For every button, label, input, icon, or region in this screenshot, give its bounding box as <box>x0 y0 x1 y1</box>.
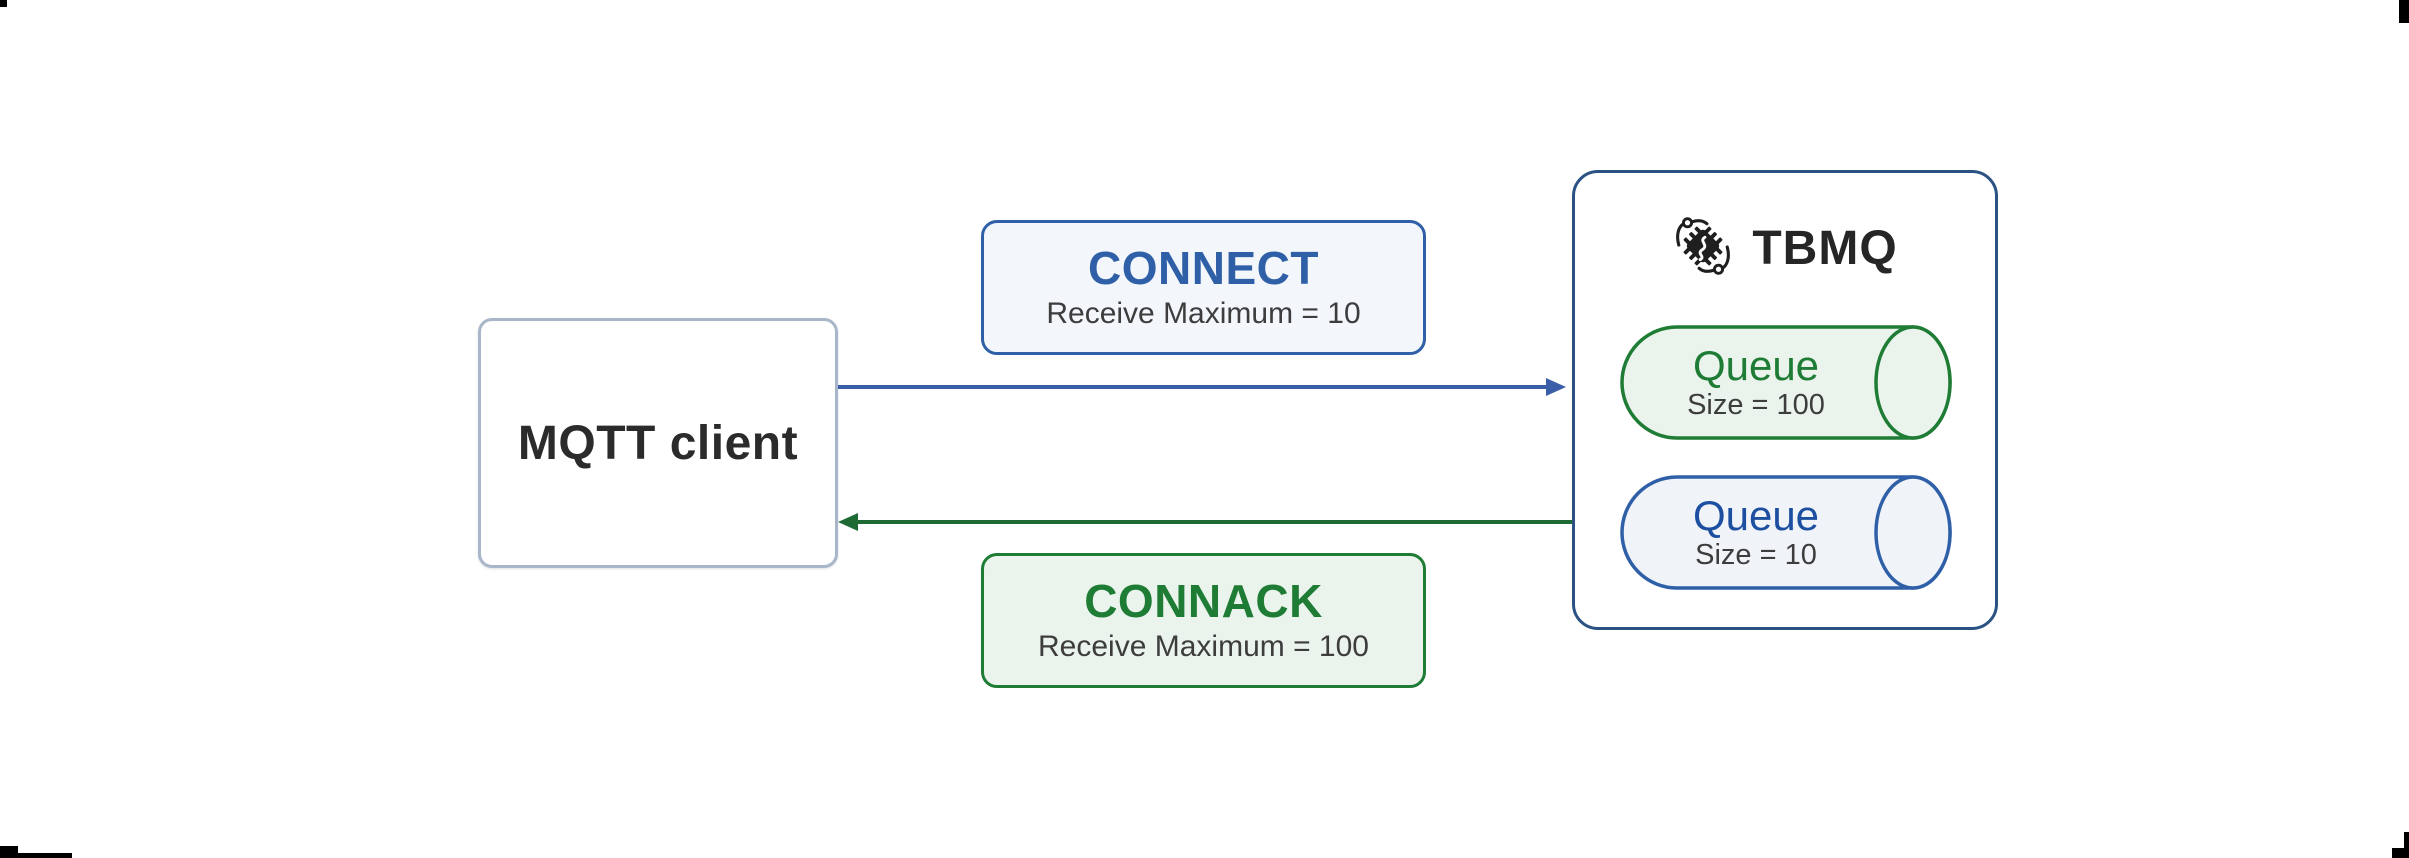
corner-artifact-top-left <box>0 0 7 7</box>
connack-message-box: CONNACK Receive Maximum = 100 <box>981 553 1426 688</box>
connect-arrowhead-icon <box>1546 378 1566 396</box>
tbmq-logo-chip-orbit-icon <box>1672 215 1734 282</box>
connect-message-box: CONNECT Receive Maximum = 10 <box>981 220 1426 355</box>
connect-receive-maximum: Receive Maximum = 10 <box>1046 296 1361 330</box>
corner-artifact-bottom-right <box>2404 832 2409 858</box>
connack-title: CONNACK <box>1084 575 1323 628</box>
queue-green-text: Queue Size = 100 <box>1620 325 1952 440</box>
connack-receive-maximum: Receive Maximum = 100 <box>1038 629 1369 663</box>
mqtt-client-node: MQTT client <box>478 318 838 568</box>
queue-green-label: Queue <box>1692 341 1820 389</box>
corner-artifact-bottom-left-strip <box>0 853 72 858</box>
connect-title: CONNECT <box>1088 242 1319 295</box>
broker-title: TBMQ <box>1752 222 1898 275</box>
tbmq-broker-node: TBMQ Queue Size = 100 Queue Size = 10 <box>1572 170 1998 630</box>
corner-artifact-bottom-right-strip <box>2392 848 2409 858</box>
corner-artifact-top-right <box>2399 0 2409 23</box>
connack-arrow-line <box>858 520 1572 524</box>
queue-cylinder-blue-icon <box>1620 475 1952 590</box>
queue-blue-size: Size = 10 <box>1695 539 1817 572</box>
mqtt-client-label: MQTT client <box>517 416 799 470</box>
queue-blue-text: Queue Size = 10 <box>1620 475 1952 590</box>
connack-arrowhead-icon <box>838 513 858 531</box>
queue-cylinder-green-icon <box>1620 325 1952 440</box>
broker-header: TBMQ <box>1672 215 1897 282</box>
queue-size-100: Queue Size = 100 <box>1620 325 1952 440</box>
connect-arrow-line <box>838 385 1548 389</box>
queue-size-10: Queue Size = 10 <box>1620 475 1952 590</box>
queue-green-size: Size = 100 <box>1687 389 1825 422</box>
queue-blue-label: Queue <box>1692 491 1820 539</box>
